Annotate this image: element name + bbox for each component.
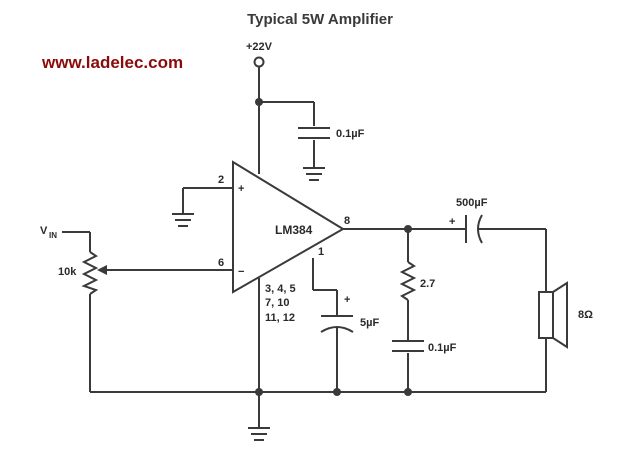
pin-1-label: 1 <box>318 246 324 258</box>
pin-2-label: 2 <box>218 174 224 186</box>
diagram-title: Typical 5W Amplifier <box>247 11 393 28</box>
output-cap-value: 500µF <box>456 197 488 209</box>
ground-pins-line-3: 11, 12 <box>265 312 295 324</box>
supply-terminal: +22V <box>246 41 273 68</box>
vin-label-main: V <box>40 225 48 237</box>
vin-label-sub: IN <box>49 231 57 240</box>
noninverting-sign: + <box>238 183 244 195</box>
resistor-value: 2.7 <box>420 278 435 290</box>
speaker-icon: 8Ω <box>538 229 593 392</box>
supply-label: +22V <box>246 41 273 53</box>
ground-pins: 3, 4, 5 7, 10 11, 12 <box>258 278 296 392</box>
speaker-impedance: 8Ω <box>578 309 593 321</box>
output-cap-polarity: + <box>449 216 455 228</box>
bypass-capacitor: 1 + 5µF <box>312 246 379 392</box>
ground-bus <box>90 388 546 441</box>
ground-pins-line-2: 7, 10 <box>265 297 289 309</box>
amplifier-ic: LM384 + − <box>232 160 345 294</box>
pin-6-label: 6 <box>218 257 224 269</box>
input-potentiometer: V IN 10k 6 <box>40 225 233 392</box>
supply-cap-value: 0.1µF <box>336 128 365 140</box>
zobel-network: 2.7 0.1µF <box>392 229 457 392</box>
output-wiring: 8 <box>343 215 466 233</box>
amplifier-name: LM384 <box>275 223 313 237</box>
supply-wiring <box>255 67 315 174</box>
pot-value: 10k <box>58 266 77 278</box>
pin-8-label: 8 <box>344 215 350 227</box>
output-capacitor: + 500µF <box>449 197 546 244</box>
inverting-sign: − <box>238 266 244 278</box>
ground-pins-line-1: 3, 4, 5 <box>265 283 296 295</box>
watermark-url: www.ladelec.com <box>41 53 183 72</box>
pin2-ground: 2 <box>172 174 233 227</box>
filter-cap-value: 0.1µF <box>428 342 457 354</box>
bypass-cap-polarity: + <box>344 294 350 306</box>
bypass-cap-value: 5µF <box>360 317 379 329</box>
supply-capacitor: 0.1µF <box>298 127 365 181</box>
